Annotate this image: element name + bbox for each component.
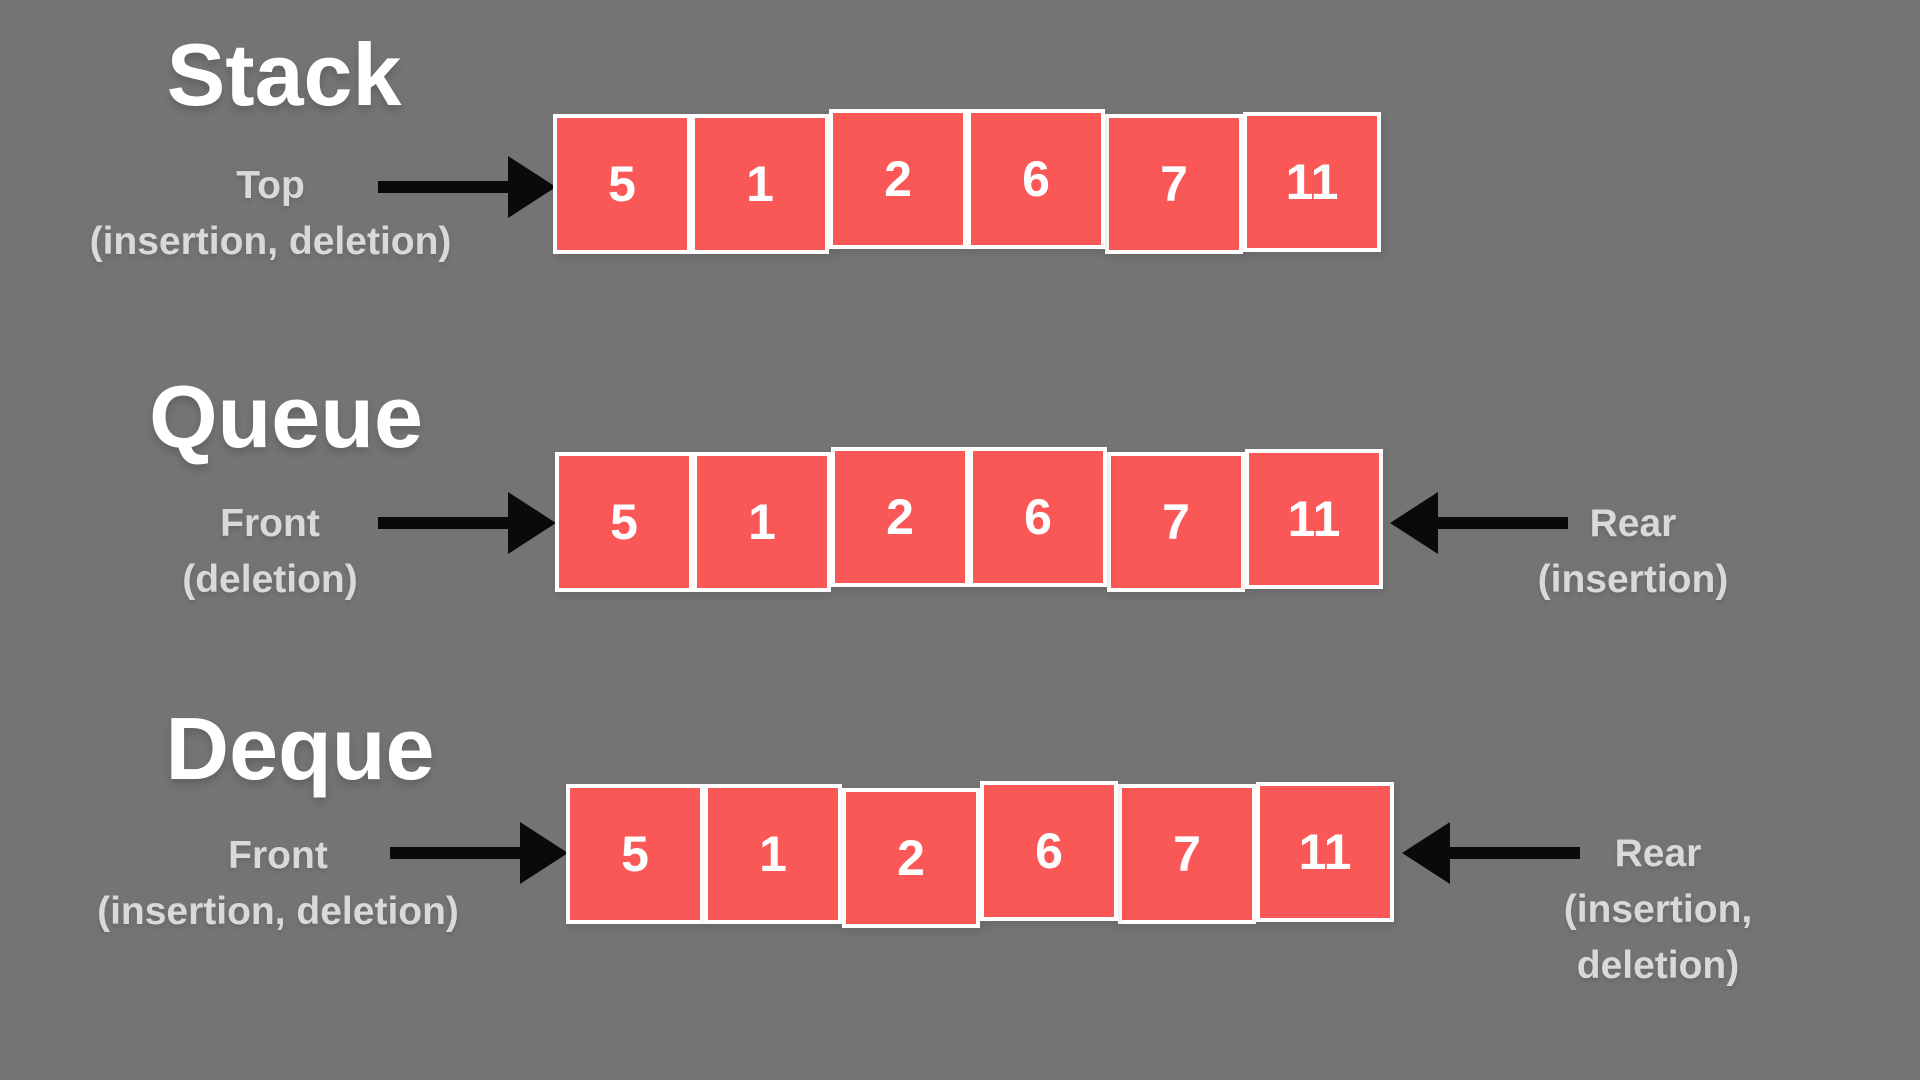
arrow-shaft <box>1436 517 1568 529</box>
arrow-shaft <box>378 181 510 193</box>
queue-rear-label: Rear (insertion) <box>1478 496 1788 608</box>
stack-cell-4: 6 <box>967 109 1105 249</box>
arrow-head <box>508 492 556 554</box>
queue-cells-row: 5 1 2 6 7 11 <box>555 447 1383 592</box>
queue-cell-6: 11 <box>1245 449 1383 589</box>
stack-top-label: Top (insertion, deletion) <box>28 158 513 270</box>
stack-top-label-line2: (insertion, deletion) <box>89 220 452 263</box>
queue-front-label-line1: Front <box>220 502 320 545</box>
arrow-right-icon <box>378 492 556 554</box>
stack-title: Stack <box>166 25 402 124</box>
arrow-left-icon <box>1390 492 1568 554</box>
queue-cell-1: 5 <box>555 452 693 592</box>
stack-cell-1: 5 <box>553 114 691 254</box>
stack-cells-row: 5 1 2 6 7 11 <box>553 109 1381 254</box>
stack-top-label-line1: Top <box>236 164 305 207</box>
arrow-head <box>1402 822 1450 884</box>
stack-cell-5: 7 <box>1105 114 1243 254</box>
queue-rear-label-line2: (insertion) <box>1537 558 1729 601</box>
arrow-shaft <box>378 517 510 529</box>
arrow-head <box>508 156 556 218</box>
arrow-left-icon <box>1402 822 1580 884</box>
stack-cell-3: 2 <box>829 109 967 249</box>
arrow-right-icon <box>390 822 568 884</box>
deque-cell-4: 6 <box>980 781 1118 921</box>
deque-front-label: Front (insertion, deletion) <box>28 828 528 940</box>
arrow-shaft <box>1448 847 1580 859</box>
deque-cells-row: 5 1 2 6 7 11 <box>566 781 1394 928</box>
queue-cell-3: 2 <box>831 447 969 587</box>
deque-cell-3: 2 <box>842 788 980 928</box>
arrow-shaft <box>390 847 522 859</box>
deque-cell-2: 1 <box>704 784 842 924</box>
queue-title: Queue <box>149 367 423 466</box>
queue-cell-2: 1 <box>693 452 831 592</box>
deque-rear-label-line3: deletion) <box>1576 944 1740 987</box>
deque-cell-6: 11 <box>1256 782 1394 922</box>
arrow-head <box>1390 492 1438 554</box>
deque-rear-label: Rear (insertion, deletion) <box>1498 826 1818 994</box>
stack-cell-6: 11 <box>1243 112 1381 252</box>
queue-rear-label-line1: Rear <box>1589 502 1677 545</box>
arrow-head <box>520 822 568 884</box>
queue-cell-5: 7 <box>1107 452 1245 592</box>
deque-rear-label-line2: (insertion, <box>1563 888 1753 931</box>
deque-front-label-line1: Front <box>228 834 328 877</box>
queue-front-label: Front (deletion) <box>60 496 480 608</box>
deque-title: Deque <box>165 699 435 798</box>
arrow-right-icon <box>378 156 556 218</box>
queue-front-label-line2: (deletion) <box>182 558 358 601</box>
deque-front-label-line2: (insertion, deletion) <box>97 890 459 933</box>
deque-rear-label-line1: Rear <box>1614 832 1702 875</box>
queue-cell-4: 6 <box>969 447 1107 587</box>
deque-cell-5: 7 <box>1118 784 1256 924</box>
stack-cell-2: 1 <box>691 114 829 254</box>
deque-cell-1: 5 <box>566 784 704 924</box>
